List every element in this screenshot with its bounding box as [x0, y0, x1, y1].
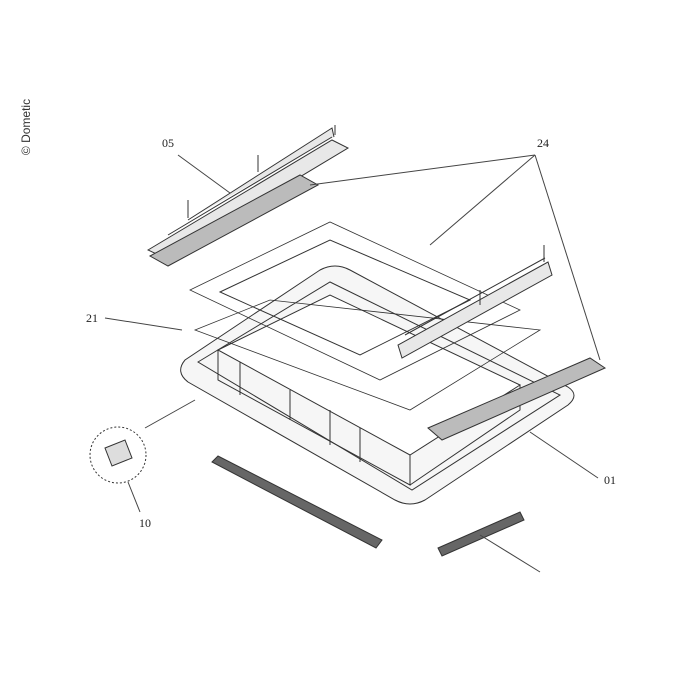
- seal-strip-short: [437, 511, 525, 557]
- clip-detail-circle: [89, 426, 147, 484]
- rail-05-strip: [148, 174, 320, 267]
- label-21: 21: [86, 311, 98, 325]
- rail-05: [146, 127, 350, 259]
- clip-10: [104, 439, 133, 467]
- label-24: 24: [537, 136, 549, 150]
- label-05: 05: [162, 136, 174, 150]
- label-10: 10: [139, 516, 151, 530]
- glass-pane-upper: [218, 239, 472, 356]
- label-01: 01: [604, 473, 616, 487]
- screws: [187, 125, 545, 305]
- seal-strip-long: [211, 455, 383, 549]
- glass-pane-lower: [189, 221, 521, 381]
- copyright-text: © Dometic: [19, 98, 34, 156]
- inner-panels: [239, 362, 361, 462]
- strip-right: [427, 357, 607, 441]
- leader-lines: [104, 154, 601, 573]
- glass-pane-bottom: [193, 299, 542, 411]
- rail-right: [397, 257, 553, 359]
